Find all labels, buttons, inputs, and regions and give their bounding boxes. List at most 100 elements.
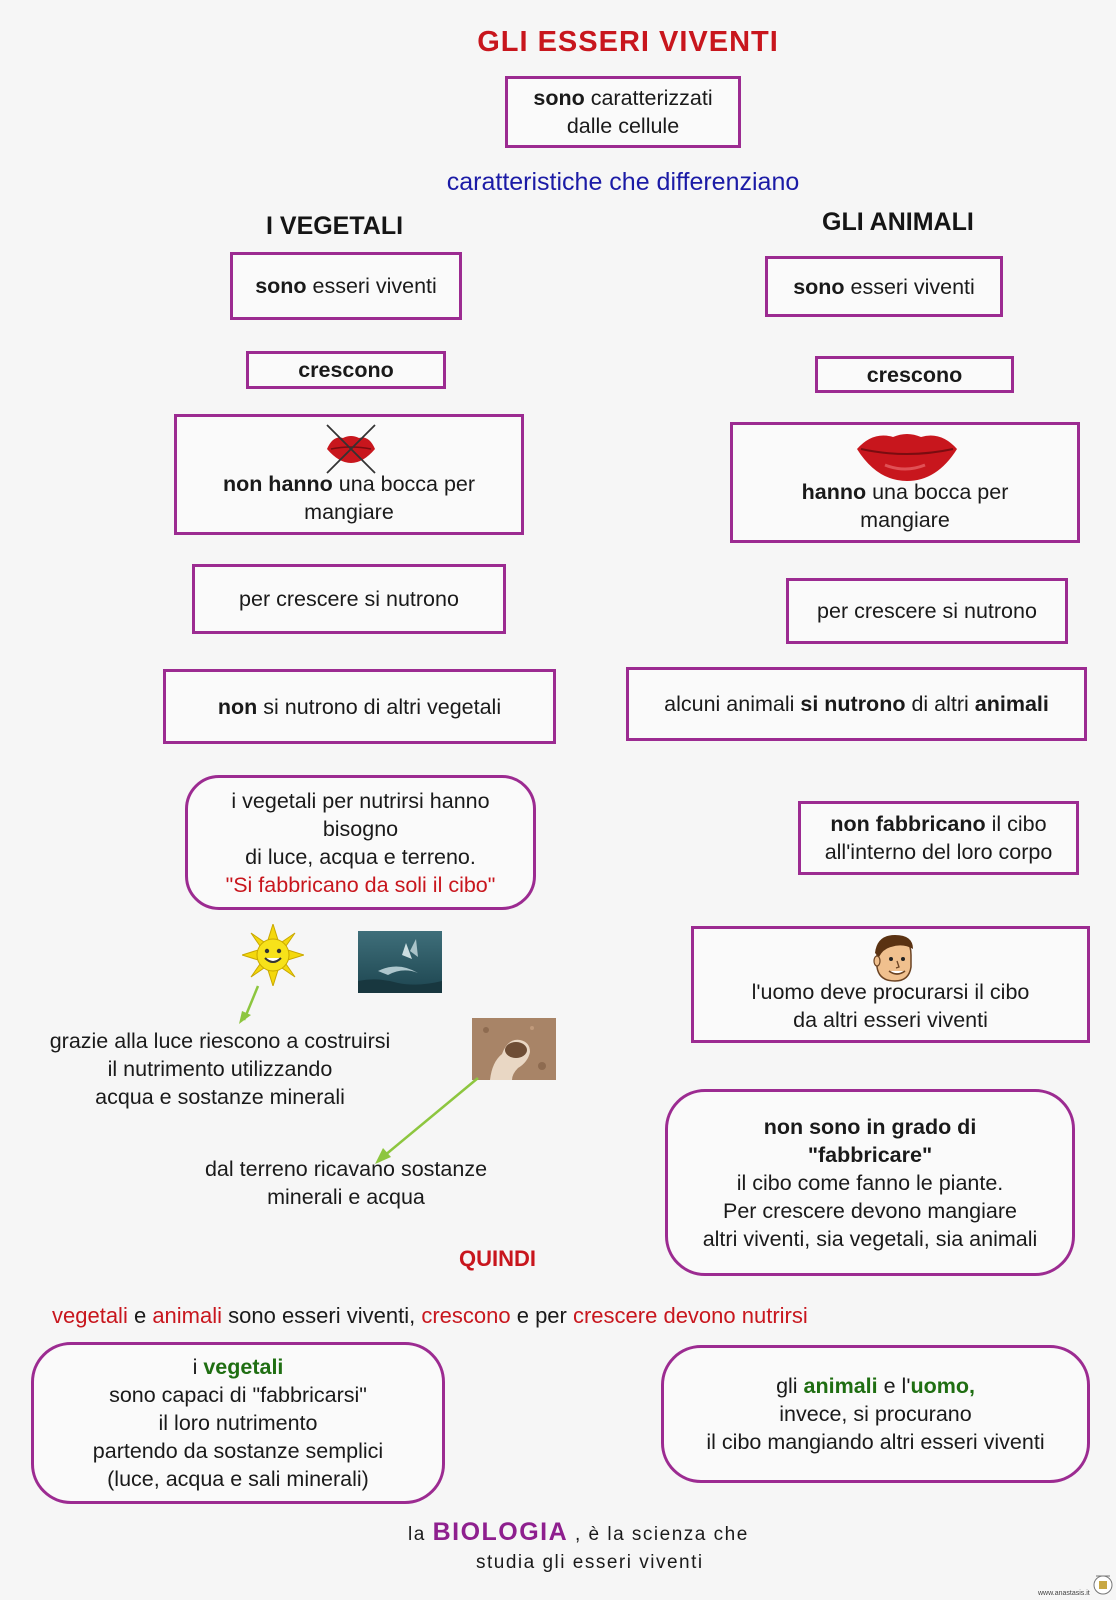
plants-needs-line2: bisogno <box>322 816 399 841</box>
plants-soil-line2: minerali e acqua <box>267 1185 425 1209</box>
plants-feed-text: per crescere si nutrono <box>239 587 459 611</box>
intro-box: sono caratterizzati dalle cellule <box>505 76 741 148</box>
plants-needs-line3: di luce, acqua e terreno. <box>245 844 476 869</box>
plants-mouth-rest: una bocca per <box>332 472 476 496</box>
footer-biologia: la BIOLOGIA , è la scienza che <box>408 1518 749 1547</box>
animals-no-make-box: non fabbricano il cibo all'interno del l… <box>798 801 1079 875</box>
plants-light-text: grazie alla luce riescono a costruirsi i… <box>14 1027 426 1111</box>
footer-biologia-word: BIOLOGIA <box>432 1518 569 1546</box>
conclusion-text-2: sono esseri viventi, <box>222 1303 422 1328</box>
animals-human-line2: da altri esseri viventi <box>793 1008 988 1032</box>
animals-cannot-bold2: "fabbricare" <box>807 1142 933 1167</box>
animals-grow-text: crescono <box>866 362 963 387</box>
page-title: GLI ESSERI VIVENTI <box>477 26 779 58</box>
plants-light-line2: il nutrimento utilizzando <box>107 1057 333 1081</box>
footer-site: www.anastasis.it <box>1038 1590 1090 1597</box>
animals-mouth-bold: hanno <box>801 480 867 504</box>
animals-mouth-rest: una bocca per <box>866 480 1009 504</box>
footer-pre: la <box>408 1524 433 1545</box>
conclusion-text-1: e <box>127 1303 153 1328</box>
animals-feed-box: per crescere si nutrono <box>786 578 1068 644</box>
conclusion-plants-green: vegetali <box>203 1355 284 1379</box>
sun-icon <box>242 924 304 986</box>
conclusion-word-vegetali: vegetali <box>52 1303 128 1328</box>
conclusion-plants-line3: il loro nutrimento <box>158 1411 318 1435</box>
animals-eat-bold1: si nutrono <box>800 692 906 716</box>
plants-not-eat-bold: non <box>217 694 258 719</box>
plants-soil-text: dal terreno ricavano sostanze minerali e… <box>176 1155 516 1211</box>
animals-eat-bold2: animali <box>974 692 1049 716</box>
plants-living-box: sono esseri viventi <box>230 252 462 320</box>
animals-no-make-rest: il cibo <box>985 812 1047 836</box>
plants-living-bold: sono <box>255 274 307 298</box>
animals-grow-box: crescono <box>815 356 1014 393</box>
conclusion-animals-green1: animali <box>803 1374 878 1398</box>
conclusion-animals-line3: il cibo mangiando altri esseri viventi <box>706 1430 1045 1454</box>
conclusion-word-crescere: crescere devono nutrirsi <box>572 1303 808 1328</box>
animals-eat-part1: alcuni animali <box>664 692 801 716</box>
plants-needs-box: i vegetali per nutrirsi hanno bisogno di… <box>185 775 536 910</box>
animals-feed-text: per crescere si nutrono <box>817 599 1037 623</box>
intro-line2: dalle cellule <box>566 114 680 138</box>
conclusion-plants-pre: i <box>192 1355 204 1379</box>
plants-heading: I VEGETALI <box>266 212 404 240</box>
plants-living-rest: esseri viventi <box>306 274 437 298</box>
animals-cannot-line4: Per crescere devono mangiare <box>723 1198 1017 1223</box>
conclusion-animals-mid: e l' <box>877 1374 911 1398</box>
conclusion-animals-green2: uomo, <box>910 1374 975 1398</box>
plants-soil-line1: dal terreno ricavano sostanze <box>204 1157 488 1181</box>
sun-arrow <box>236 984 266 1028</box>
animals-mouth-line2: mangiare <box>860 508 950 532</box>
conclusion-plants-line5: (luce, acqua e sali minerali) <box>107 1467 369 1491</box>
animals-mouth-box: hanno una bocca per mangiare <box>730 422 1080 543</box>
animals-human-box: l'uomo deve procurarsi il cibo da altri … <box>691 926 1090 1043</box>
animals-eat-part2: di altri <box>905 692 975 716</box>
animals-eat-box: alcuni animali si nutrono di altri anima… <box>626 667 1087 741</box>
animals-cannot-line3: il cibo come fanno le piante. <box>736 1170 1004 1195</box>
crossed-lips-icon <box>323 423 379 475</box>
animals-cannot-line5: altri viventi, sia vegetali, sia animali <box>702 1226 1038 1251</box>
animals-heading: GLI ANIMALI <box>822 208 974 236</box>
plants-feed-box: per crescere si nutrono <box>192 564 506 634</box>
conclusion-label: QUINDI <box>459 1246 536 1271</box>
plants-mouth-bold: non hanno <box>222 472 333 496</box>
plants-light-line1: grazie alla luce riescono a costruirsi <box>49 1029 391 1053</box>
animals-cannot-bold1: non sono in grado di <box>763 1114 977 1139</box>
soil-hand-icon <box>472 1018 556 1080</box>
animals-living-rest: esseri viventi <box>844 274 975 299</box>
footer-line2: studia gli esseri viventi <box>476 1552 704 1573</box>
animals-living-box: sono esseri viventi <box>765 256 1003 317</box>
man-face-icon <box>869 933 917 985</box>
plants-mouth-line2: mangiare <box>304 500 394 524</box>
lips-icon <box>855 429 959 485</box>
plants-not-eat-rest: si nutrono di altri vegetali <box>257 694 502 719</box>
conclusion-animals-pre: gli <box>776 1374 804 1398</box>
animals-no-make-line2: all'interno del loro corpo <box>824 840 1053 864</box>
seal-logo-icon <box>1092 1570 1114 1596</box>
footer-post: , è la scienza che <box>568 1524 749 1545</box>
animals-cannot-box: non sono in grado di "fabbricare" il cib… <box>665 1089 1075 1276</box>
conclusion-plants-box: i vegetali sono capaci di "fabbricarsi" … <box>31 1342 445 1504</box>
plants-needs-line1: i vegetali per nutrirsi hanno <box>231 788 490 813</box>
soil-arrow <box>372 1076 482 1166</box>
conclusion-text-3: e per <box>510 1303 573 1328</box>
intro-rest: caratterizzati <box>584 86 713 110</box>
conclusion-plants-line4: partendo da sostanze semplici <box>92 1439 384 1463</box>
plants-light-line3: acqua e sostanze minerali <box>95 1085 345 1109</box>
animals-living-bold: sono <box>793 274 845 299</box>
plants-grow-text: crescono <box>298 358 394 382</box>
conclusion-sentence: vegetali e animali sono esseri viventi, … <box>52 1303 808 1329</box>
conclusion-animals-line2: invece, si procurano <box>779 1402 972 1426</box>
intro-bold: sono <box>533 86 585 110</box>
plants-not-eat-box: non si nutrono di altri vegetali <box>163 669 556 744</box>
animals-no-make-bold: non fabbricano <box>830 812 986 836</box>
plants-grow-box: crescono <box>246 351 446 389</box>
plants-mouth-box: non hanno una bocca per mangiare <box>174 414 524 535</box>
conclusion-plants-line2: sono capaci di "fabbricarsi" <box>109 1383 367 1407</box>
animals-human-line1: l'uomo deve procurarsi il cibo <box>751 980 1030 1004</box>
conclusion-word-crescono: crescono <box>421 1303 511 1328</box>
conclusion-word-animali: animali <box>152 1303 223 1328</box>
plants-needs-line4: "Si fabbricano da soli il cibo" <box>225 872 496 897</box>
subtitle: caratteristiche che differenziano <box>446 168 800 196</box>
conclusion-animals-box: gli animali e l'uomo, invece, si procura… <box>661 1345 1090 1483</box>
